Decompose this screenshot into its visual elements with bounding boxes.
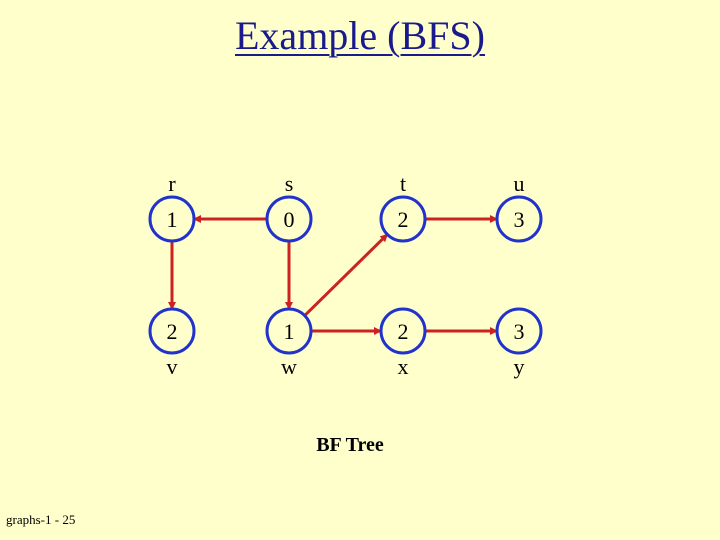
slide-footer: graphs-1 - 25 (6, 512, 76, 527)
vertex-distance: 0 (284, 207, 295, 232)
vertex-y: 3y (495, 307, 543, 379)
vertex-u: 3u (495, 171, 543, 243)
vertex-circle (148, 195, 196, 243)
vertex-distance: 1 (284, 319, 295, 344)
edge-w-t (303, 233, 389, 317)
vertex-label: x (398, 354, 409, 379)
vertex-distance: 2 (398, 319, 409, 344)
vertex-circle (379, 195, 427, 243)
vertex-label: y (514, 354, 525, 379)
vertex-distance: 3 (514, 319, 525, 344)
vertex-label: r (168, 171, 176, 196)
vertex-circle (379, 307, 427, 355)
vertex-v: 2v (148, 307, 196, 379)
vertex-circle (148, 307, 196, 355)
slide-title: Example (BFS) (235, 13, 485, 58)
vertex-t: 2t (379, 171, 427, 243)
vertex-label: w (281, 354, 297, 379)
vertex-distance: 2 (167, 319, 178, 344)
vertex-label: u (514, 171, 525, 196)
vertex-label: t (400, 171, 406, 196)
vertex-s: 0s (265, 171, 313, 243)
vertex-r: 1r (148, 171, 196, 243)
vertex-circle (495, 307, 543, 355)
vertex-label: v (167, 354, 178, 379)
vertex-x: 2x (379, 307, 427, 379)
vertex-circle (495, 195, 543, 243)
vertex-distance: 2 (398, 207, 409, 232)
vertex-circle (265, 195, 313, 243)
diagram-caption: BF Tree (316, 434, 384, 456)
vertex-distance: 1 (167, 207, 178, 232)
vertex-distance: 3 (514, 207, 525, 232)
vertex-circle (265, 307, 313, 355)
vertex-w: 1w (265, 307, 313, 379)
vertex-label: s (285, 171, 294, 196)
